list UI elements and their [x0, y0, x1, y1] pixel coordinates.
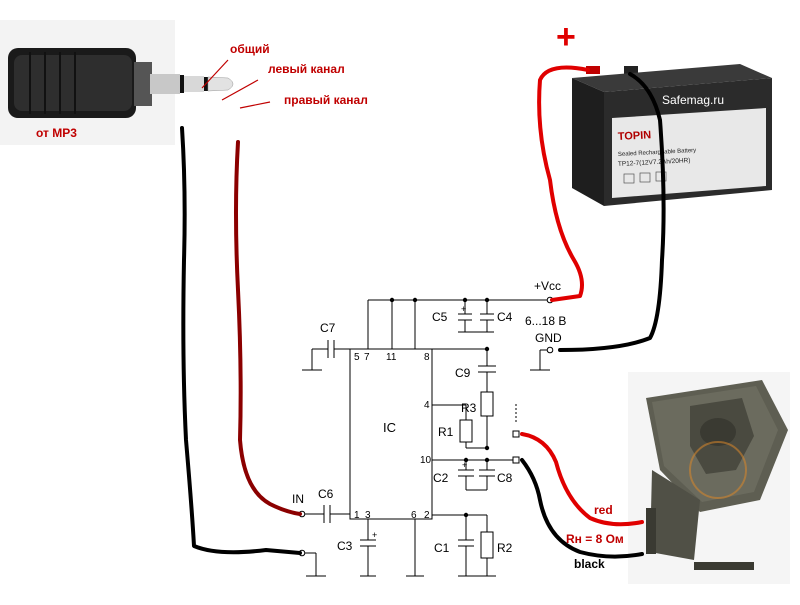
stamp-icon — [689, 441, 747, 499]
speaker-terminal-black — [512, 456, 520, 464]
right-channel-label: правый канал — [284, 93, 368, 107]
c4-label: C4 — [497, 310, 513, 324]
plug-ring — [184, 76, 204, 92]
c7-label: C7 — [320, 321, 336, 335]
r1-label: R1 — [438, 425, 454, 439]
c3-label: C3 — [337, 539, 353, 553]
battery-watermark: Safemag.ru — [662, 93, 724, 107]
battery-terminal-positive — [586, 66, 600, 74]
speaker-load-label: Rн = 8 Ом — [566, 532, 624, 546]
battery-image: + TOPIN Sealed Rechargeable Battery TP12… — [556, 18, 772, 206]
pin-1: 1 — [354, 510, 360, 521]
pin-3: 3 — [365, 510, 371, 521]
plug-tip — [207, 76, 234, 92]
left-pointer-line — [221, 79, 259, 101]
r2-label: R2 — [497, 541, 513, 555]
pin-2: 2 — [424, 510, 430, 521]
pin-11: 11 — [386, 352, 397, 363]
pin-7: 7 — [364, 352, 370, 363]
c5-label: C5 — [432, 310, 448, 324]
battery-model: TP12-7(12V7.2Ah/20HR) — [618, 157, 691, 168]
gnd-terminal — [546, 346, 554, 354]
c5-plus-mark: + — [461, 304, 466, 314]
c3-plus-mark: + — [372, 530, 377, 540]
jack-left-channel-wire — [234, 140, 302, 516]
voltage-range-label: 6...18 В — [525, 314, 566, 328]
speaker-bracket — [646, 508, 656, 554]
pin-10: 10 — [420, 455, 432, 466]
in-label: IN — [292, 492, 304, 506]
gnd-label: GND — [535, 331, 562, 345]
c6-label: C6 — [318, 487, 334, 501]
schematic — [302, 299, 550, 577]
terminals — [298, 296, 554, 557]
battery-terminal-negative — [624, 66, 638, 74]
left-channel-label: левый канал — [268, 62, 345, 76]
battery-negative-wire — [558, 72, 666, 352]
pin-4: 4 — [424, 400, 430, 411]
right-pointer-line — [239, 101, 271, 109]
battery-brand: TOPIN — [618, 129, 652, 143]
jack-source-label: от MP3 — [36, 126, 77, 140]
c2-label: C2 — [433, 471, 449, 485]
jack-barrel-highlight — [14, 55, 132, 111]
c8-label: C8 — [497, 471, 513, 485]
ic-chip — [349, 348, 433, 520]
speaker-red-wire — [520, 432, 644, 527]
horn-speaker-image — [628, 372, 790, 584]
speaker-black-wire — [520, 458, 644, 559]
pin-5: 5 — [354, 352, 360, 363]
r3-label: R3 — [461, 401, 477, 415]
vcc-label: +Vcc — [534, 279, 561, 293]
speaker-terminal-red — [512, 430, 520, 438]
common-label: общий — [230, 42, 270, 56]
battery-subtitle: Sealed Rechargeable Battery — [618, 148, 697, 158]
speaker-red-label: red — [594, 503, 613, 517]
pin-6: 6 — [411, 510, 417, 521]
battery-positive-wire — [537, 65, 590, 302]
battery-top — [572, 64, 772, 92]
junction-dots — [389, 297, 490, 518]
pin-8: 8 — [424, 352, 430, 363]
audio-jack-image: от MP3 — [0, 20, 234, 145]
c1-label: C1 — [434, 541, 450, 555]
jack-collar — [134, 62, 152, 106]
speaker-driver — [650, 470, 700, 560]
battery-side — [572, 78, 604, 206]
battery-plus-sign: + — [556, 18, 576, 56]
jack-common-wire — [180, 126, 302, 555]
plug-sleeve — [150, 74, 180, 94]
ic-label: IC — [383, 420, 396, 435]
speaker-black-label: black — [574, 557, 605, 571]
c2-plus-mark: + — [462, 460, 467, 470]
common-pointer-line — [201, 59, 229, 89]
c9-label: C9 — [455, 366, 471, 380]
speaker-throat — [700, 418, 736, 446]
battery-label — [612, 108, 766, 198]
